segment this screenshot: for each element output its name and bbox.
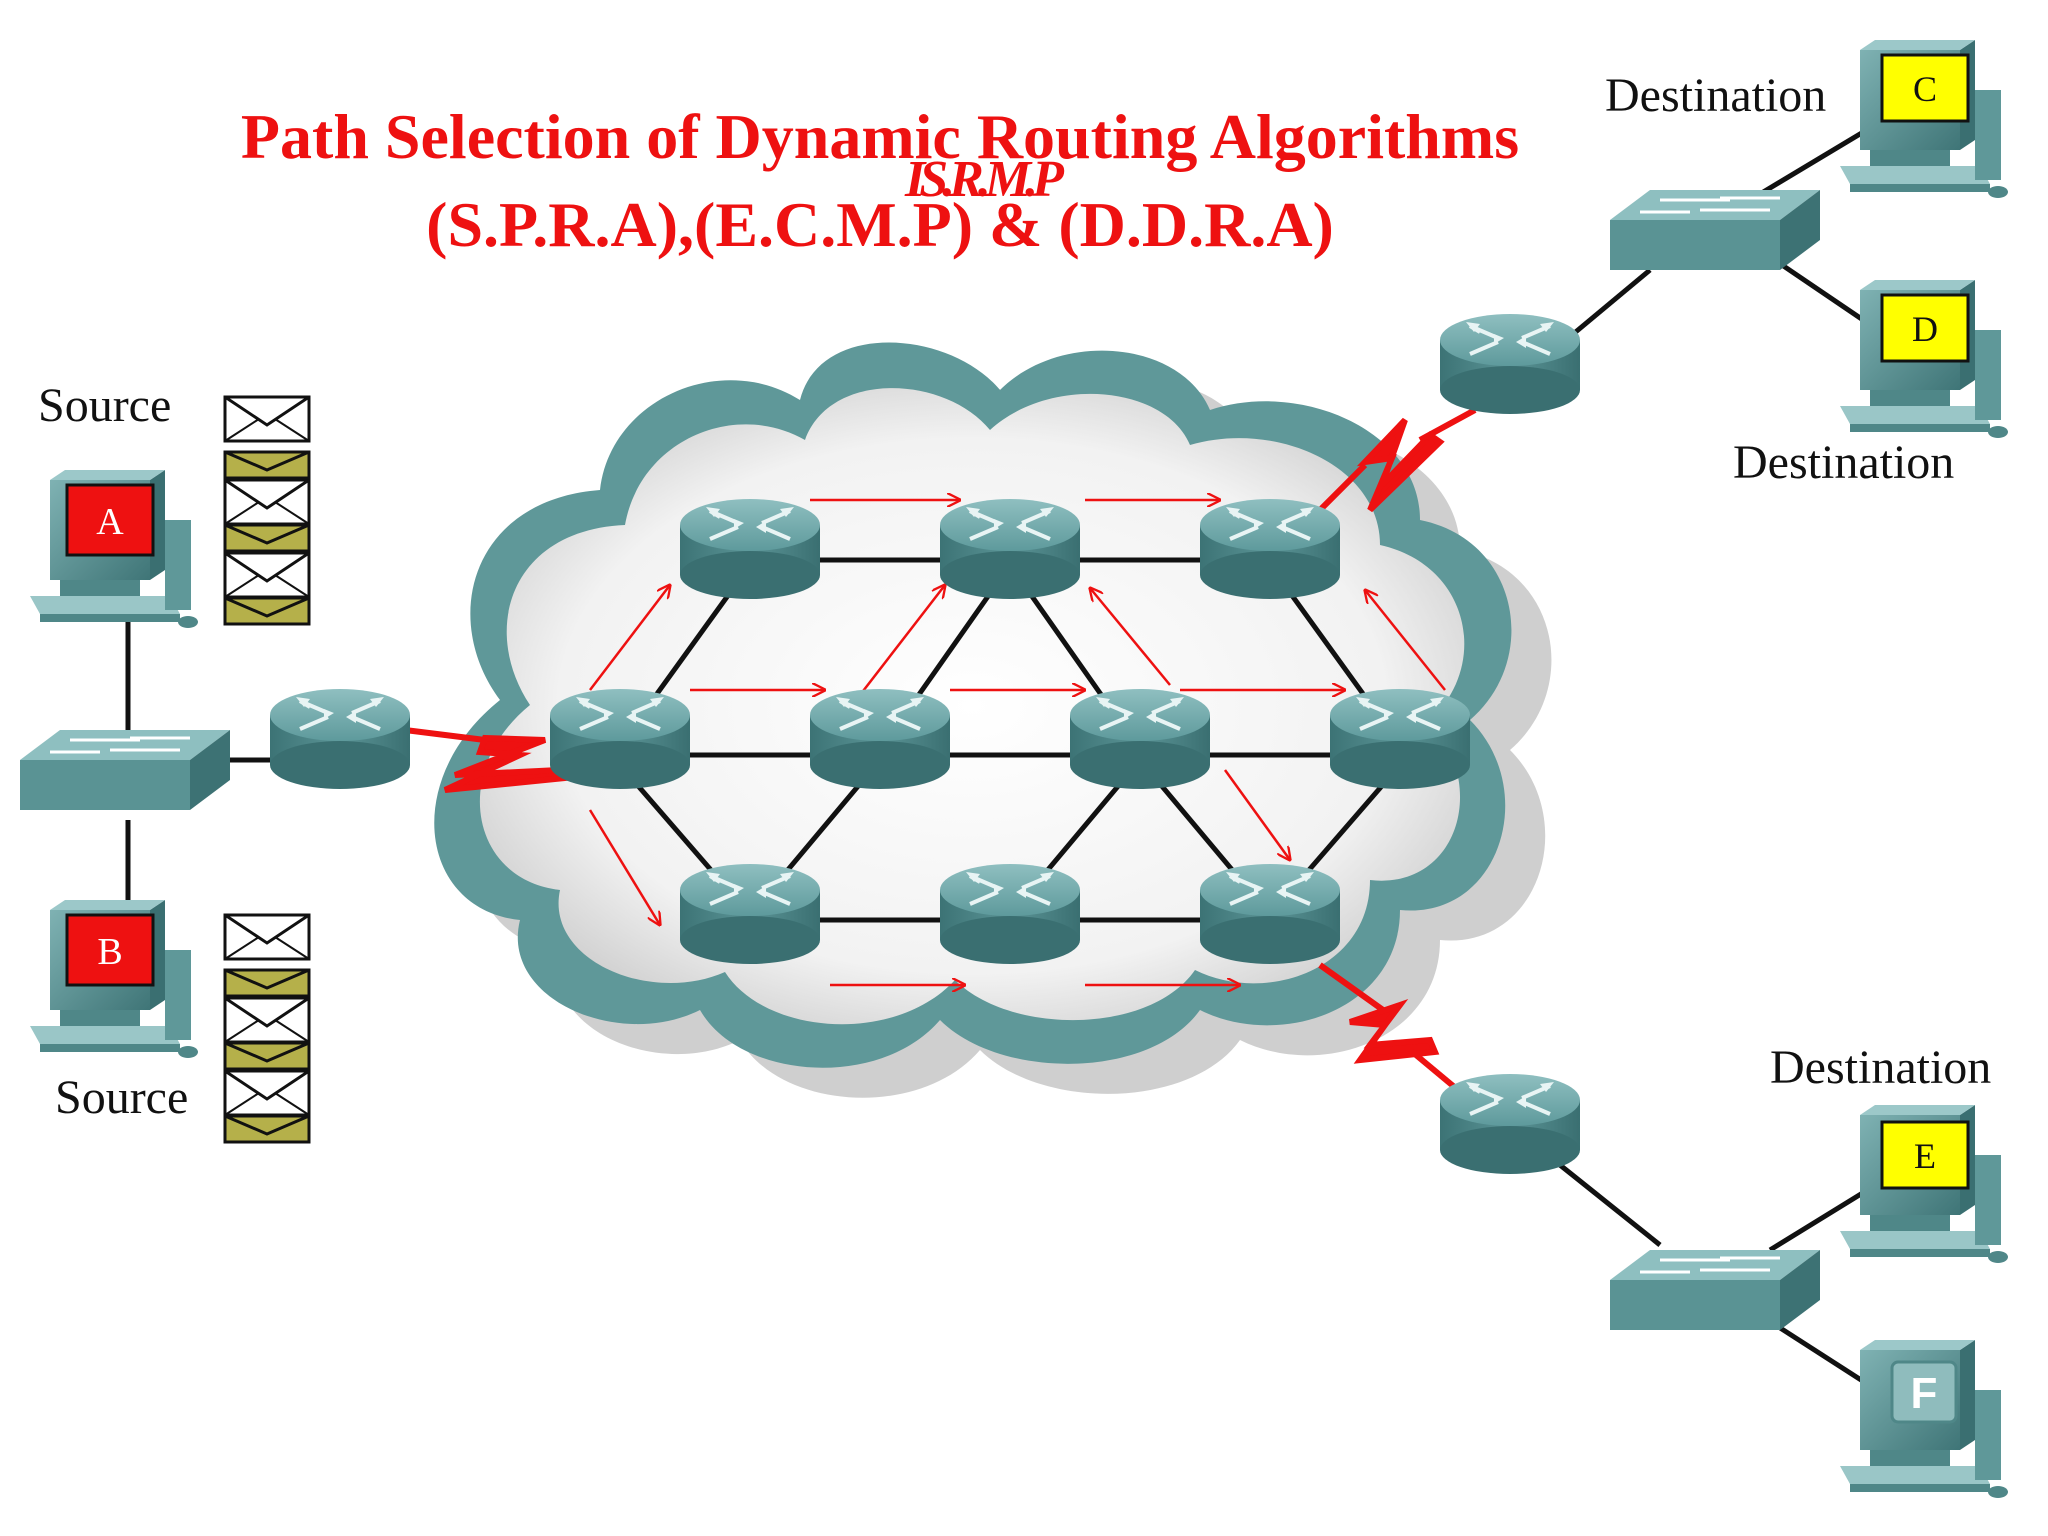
host-d: D bbox=[1840, 280, 2008, 438]
envelope-icon bbox=[223, 551, 311, 599]
host-b: B bbox=[30, 900, 198, 1058]
host-c: C bbox=[1840, 40, 2008, 198]
router-icon bbox=[1198, 862, 1342, 966]
envelope-icon bbox=[223, 1041, 311, 1071]
switch-source-icon bbox=[18, 728, 232, 812]
host-a-label: A bbox=[96, 501, 124, 543]
envelope-icon bbox=[223, 395, 311, 443]
host-d-label: D bbox=[1912, 309, 1938, 349]
router-icon bbox=[678, 862, 822, 966]
envelope-icon bbox=[223, 450, 311, 480]
envelope-icon bbox=[223, 478, 311, 526]
edge-router-source-icon bbox=[268, 687, 412, 791]
router-icon bbox=[1068, 687, 1212, 791]
envelope-icon bbox=[223, 913, 311, 961]
serial-links bbox=[404, 407, 1477, 1103]
host-a: A bbox=[30, 470, 198, 628]
envelope-icon bbox=[223, 996, 311, 1044]
router-icon bbox=[548, 687, 692, 791]
packet-stack-a bbox=[223, 395, 311, 626]
envelope-icon bbox=[223, 968, 311, 998]
packet-stack-b bbox=[223, 913, 311, 1144]
source-label-bottom: Source bbox=[55, 1071, 189, 1124]
router-icon bbox=[808, 687, 952, 791]
path-arrows bbox=[588, 500, 1446, 985]
host-d-tag bbox=[1880, 293, 1970, 363]
envelope-icon bbox=[223, 1114, 311, 1144]
switch-bottom-icon bbox=[1608, 1248, 1822, 1332]
router-icon bbox=[1198, 497, 1342, 601]
destination-label-d: Destination bbox=[1733, 436, 1955, 489]
overlapping-title-text: IS.R.M.P bbox=[905, 151, 1064, 208]
envelope-icon bbox=[223, 1069, 311, 1117]
edge-router-top-icon bbox=[1438, 312, 1582, 416]
host-b-tag bbox=[65, 913, 155, 987]
router-icon bbox=[938, 497, 1082, 601]
host-c-label: C bbox=[1913, 69, 1937, 109]
destination-label-e: Destination bbox=[1770, 1041, 1992, 1094]
envelope-icon bbox=[223, 596, 311, 626]
host-f-label: F bbox=[1911, 1369, 1938, 1418]
host-e-label: E bbox=[1914, 1136, 1936, 1176]
host-b-label: B bbox=[97, 931, 122, 973]
host-e-tag bbox=[1880, 1120, 1970, 1190]
host-f-tag bbox=[1890, 1360, 1958, 1424]
diagram-subtitle: (S.P.R.A),(E.C.M.P) & (D.D.R.A) bbox=[426, 189, 1334, 260]
host-f: F bbox=[1840, 1340, 2008, 1498]
host-a-tag bbox=[65, 483, 155, 557]
router-icon bbox=[938, 862, 1082, 966]
host-e: E bbox=[1840, 1105, 2008, 1263]
edge-router-bottom-icon bbox=[1438, 1072, 1582, 1176]
envelope-icon bbox=[223, 523, 311, 553]
router-icon bbox=[1328, 687, 1472, 791]
source-label-top: Source bbox=[38, 379, 172, 432]
diagram-title: Path Selection of Dynamic Routing Algori… bbox=[240, 101, 1520, 172]
router-icon bbox=[678, 497, 822, 601]
destination-label-c: Destination bbox=[1605, 69, 1827, 122]
host-c-tag bbox=[1880, 53, 1970, 123]
